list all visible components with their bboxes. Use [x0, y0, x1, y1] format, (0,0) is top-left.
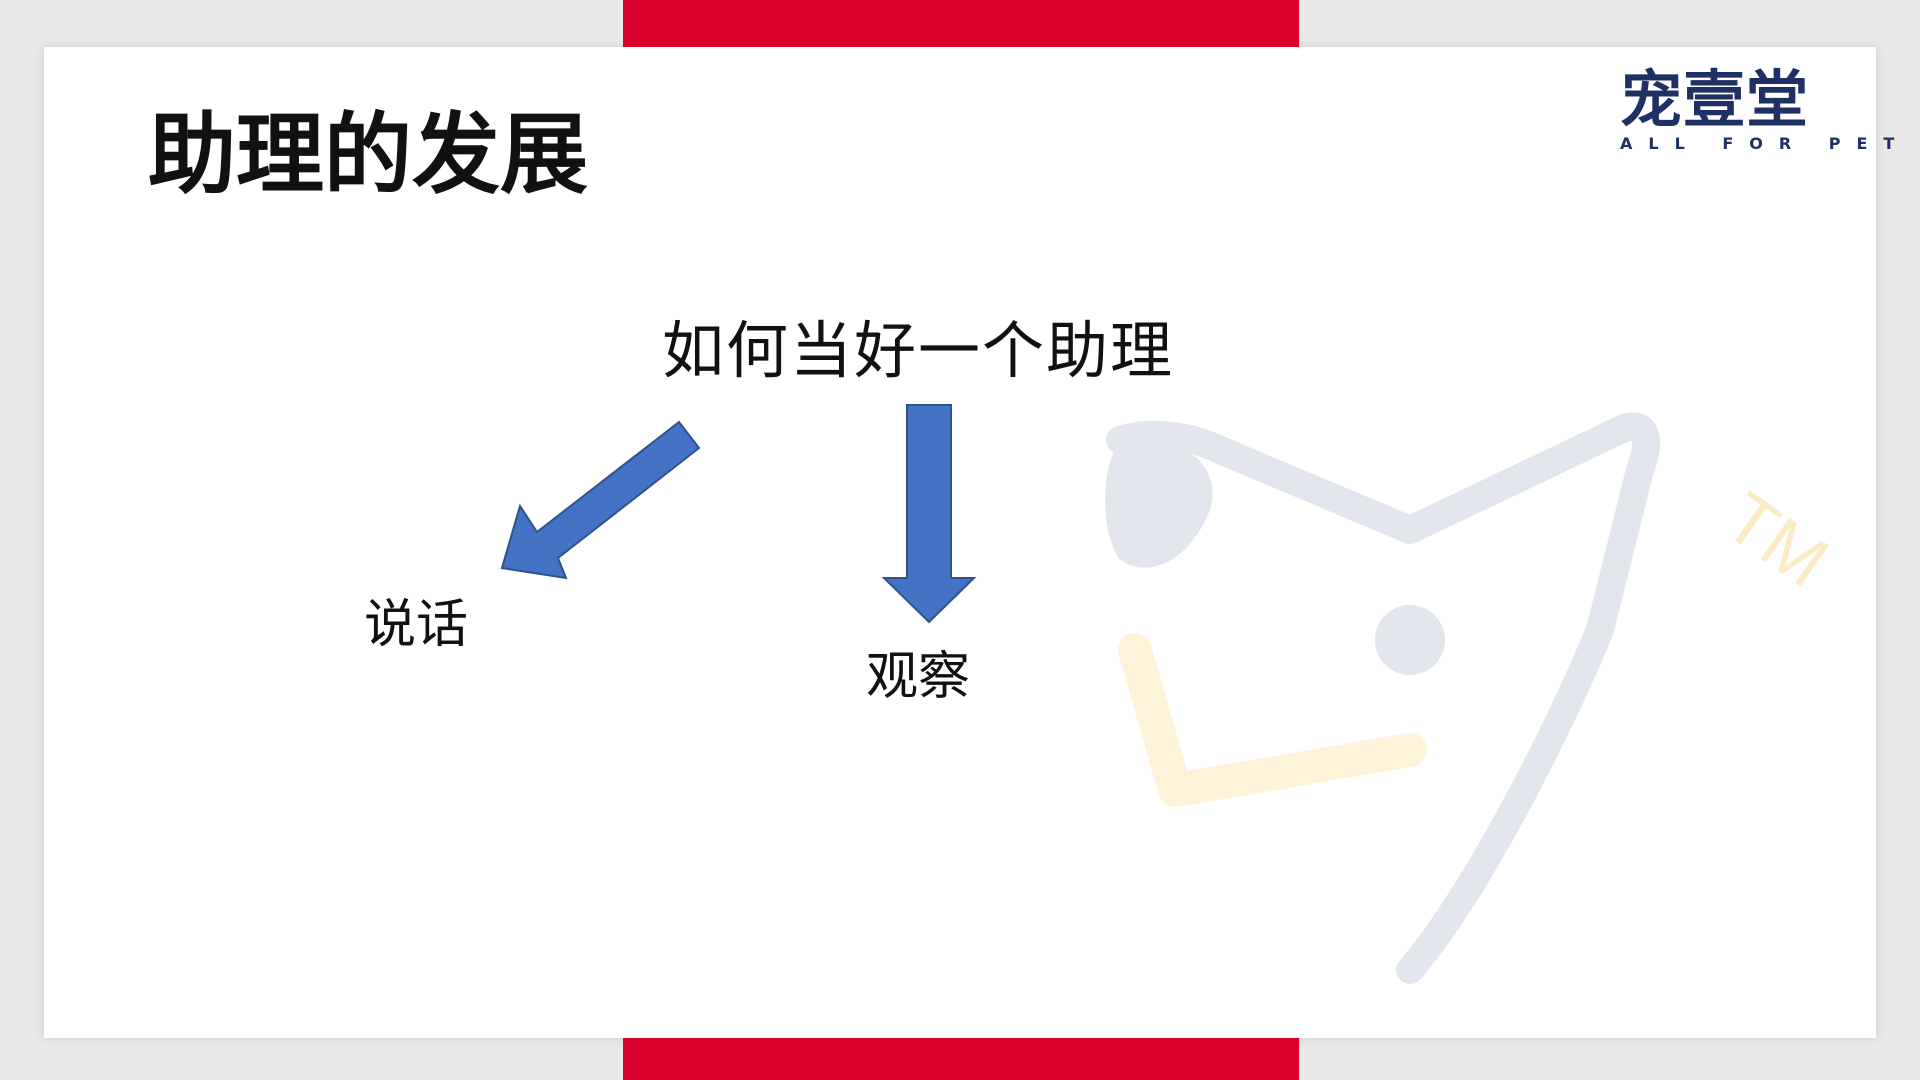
slide-canvas — [44, 47, 1876, 1038]
arrow-down-icon — [881, 404, 977, 624]
watermark-tm: TM — [1711, 478, 1842, 603]
bottom-accent-bar — [623, 1038, 1299, 1080]
arrow-down-left-icon — [500, 420, 701, 580]
logo-name: 宠壹堂 — [1620, 63, 1810, 136]
speaking-label: 说话 — [364, 595, 469, 655]
observing-label: 观察 — [866, 647, 971, 707]
top-accent-bar — [623, 0, 1299, 47]
page-title: 助理的发展 — [148, 103, 589, 206]
brand-logo: 宠壹堂 ALL FOR PET — [1620, 63, 1911, 154]
center-topic-text: 如何当好一个助理 — [662, 314, 1175, 387]
pet-watermark-icon: TM — [1105, 412, 1842, 984]
logo-subtitle: ALL FOR PET — [1620, 134, 1911, 154]
